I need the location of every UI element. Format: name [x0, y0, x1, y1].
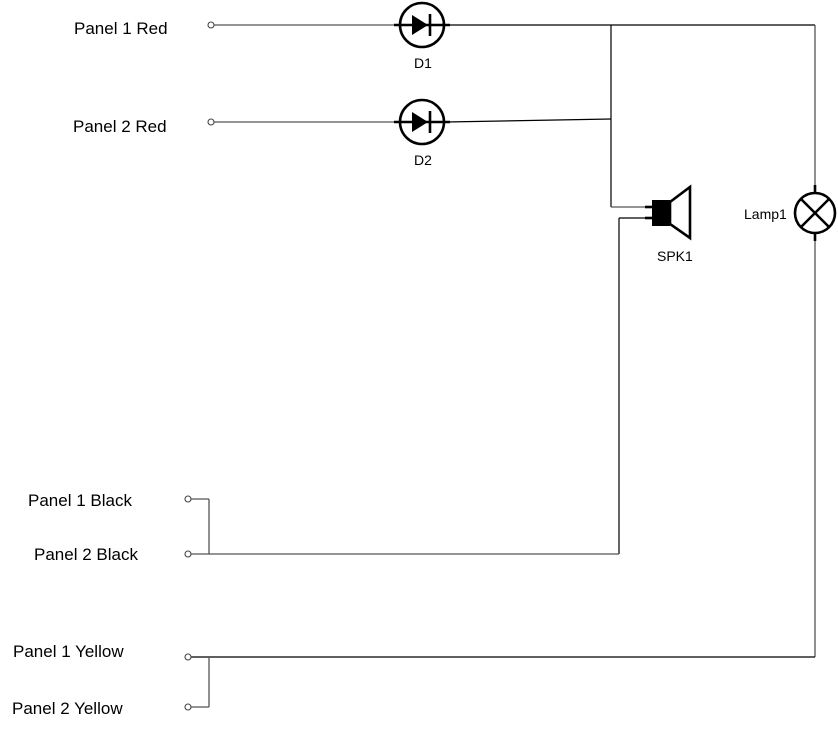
label-panel-1-red: Panel 1 Red [74, 19, 168, 38]
label-spk1: SPK1 [657, 248, 693, 264]
terminal-panel-1-black[interactable] [184, 495, 192, 503]
speaker-cone-icon [668, 184, 692, 241]
label-panel-1-yellow: Panel 1 Yellow [13, 642, 124, 661]
terminal-panel-2-red[interactable] [207, 118, 215, 126]
terminal-panel-1-yellow[interactable] [184, 653, 192, 661]
lamp-lamp1[interactable] [793, 185, 837, 241]
diode-d1[interactable] [394, 1, 450, 49]
speaker-spk1[interactable] [645, 184, 692, 241]
terminal-panel-1-red[interactable] [207, 21, 215, 29]
terminal-panel-2-black[interactable] [184, 550, 192, 558]
label-panel-2-black: Panel 2 Black [34, 545, 138, 564]
terminal-panel-2-yellow[interactable] [184, 703, 192, 711]
label-d1: D1 [414, 55, 432, 71]
speaker-magnet-icon [652, 200, 670, 226]
wire-d2-to-junction [445, 118, 612, 123]
diode-d1-arrow-icon [412, 15, 428, 35]
diode-d2-arrow-icon [412, 112, 428, 132]
label-d2: D2 [414, 152, 432, 168]
label-lamp1: Lamp1 [744, 206, 787, 222]
label-panel-2-red: Panel 2 Red [73, 117, 167, 136]
lamp-cross-2 [800, 198, 830, 228]
diode-d2[interactable] [394, 98, 450, 146]
label-panel-1-black: Panel 1 Black [28, 491, 132, 510]
label-panel-2-yellow: Panel 2 Yellow [12, 699, 123, 718]
